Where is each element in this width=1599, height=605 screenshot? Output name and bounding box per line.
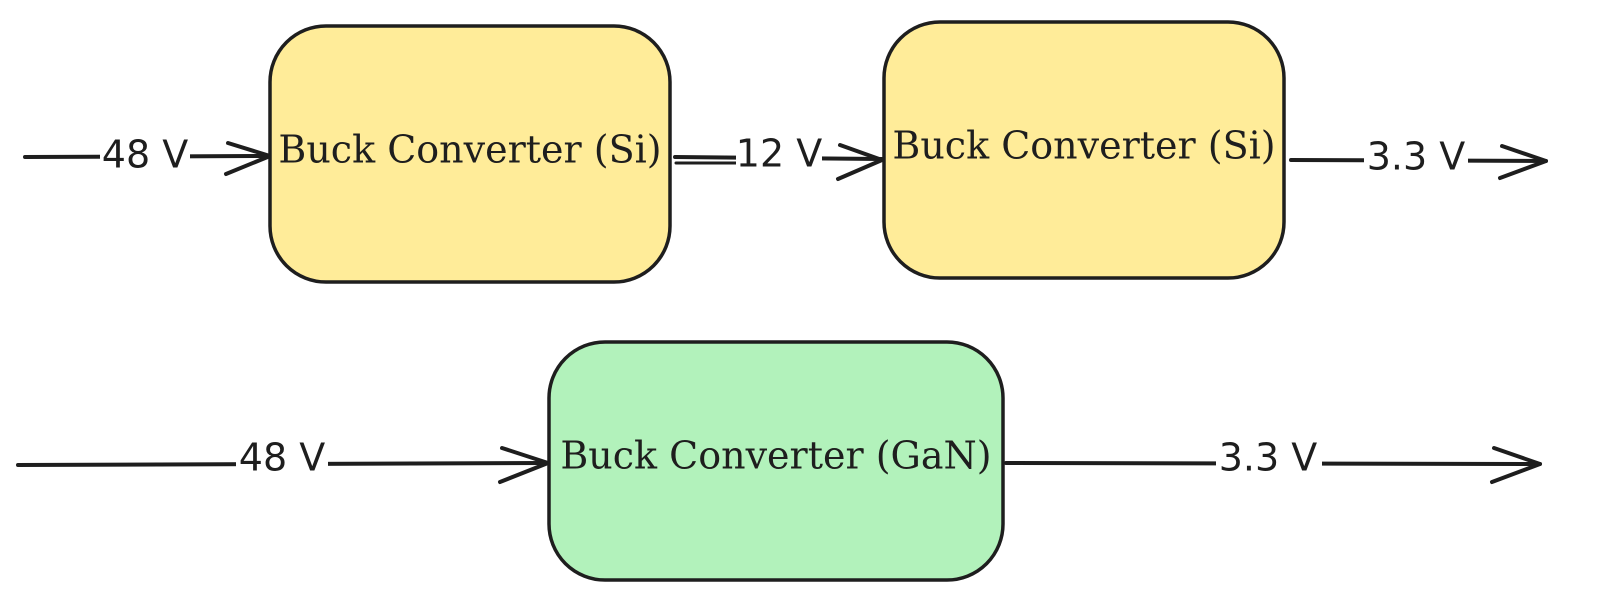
wire-si-intermediate: 12 V: [673, 132, 884, 181]
wire-gan-output: 3.3 V: [1004, 436, 1542, 484]
wire-label-gan-input: 48 V: [239, 436, 325, 480]
wire-si-input: 48 V: [23, 133, 272, 178]
wire-label-si-input: 48 V: [102, 133, 188, 177]
wire-label-si-intermediate: 12 V: [736, 132, 822, 176]
wire-label-gan-output: 3.3 V: [1219, 436, 1318, 480]
box-gan: Buck Converter (GaN): [547, 340, 1005, 582]
box-label-si-1: Buck Converter (Si): [278, 128, 661, 172]
box-label-si-2: Buck Converter (Si): [892, 124, 1275, 168]
box-si-1: Buck Converter (Si): [268, 24, 672, 284]
box-si-2: Buck Converter (Si): [882, 20, 1286, 280]
box-label-gan: Buck Converter (GaN): [560, 434, 991, 478]
wire-si-output: 3.3 V: [1289, 135, 1548, 182]
wire-gan-input: 48 V: [16, 436, 550, 484]
wire-label-si-output: 3.3 V: [1367, 135, 1466, 179]
